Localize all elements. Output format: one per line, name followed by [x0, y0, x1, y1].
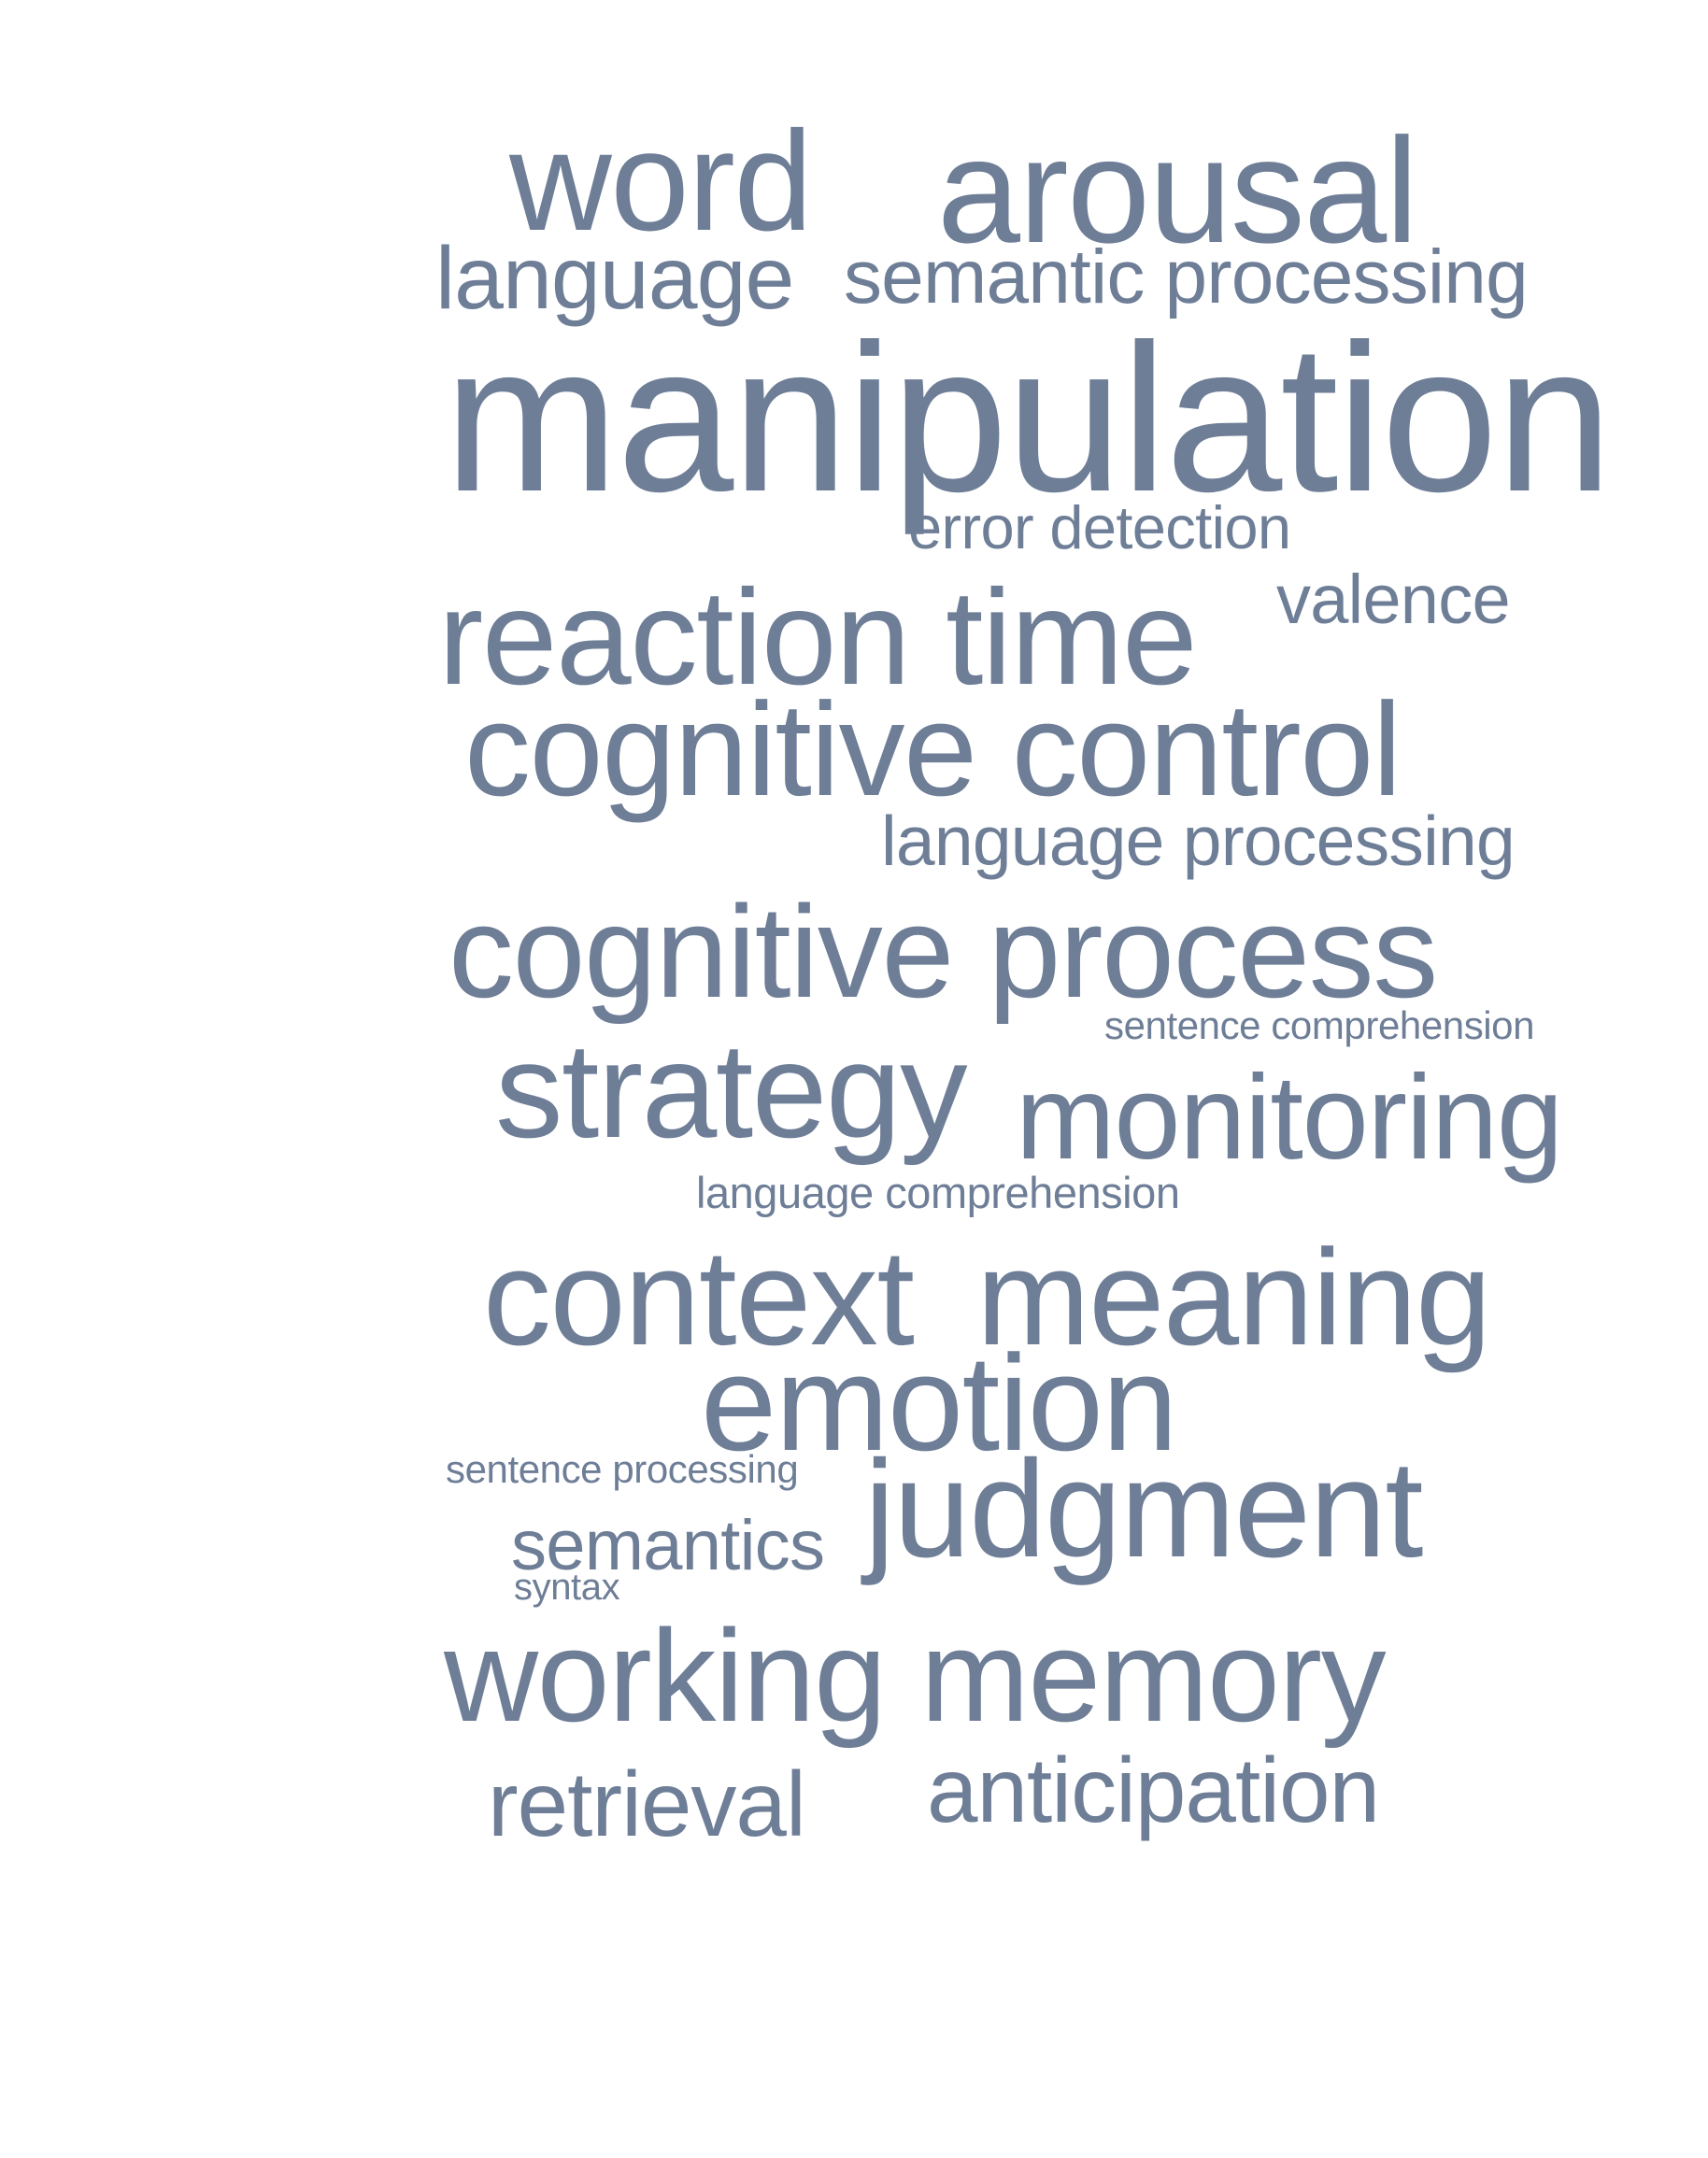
- cloud-word-monitoring: monitoring: [1016, 1050, 1563, 1185]
- cloud-word-cognitive-control: cognitive control: [464, 675, 1402, 825]
- cloud-word-language-processing: language processing: [881, 801, 1516, 880]
- cloud-word-sentence-processing: sentence processing: [446, 1447, 799, 1492]
- cloud-word-emotion: emotion: [701, 1326, 1178, 1479]
- cloud-word-sentence-comprehension: sentence comprehension: [1104, 1003, 1535, 1048]
- cloud-word-manipulation: manipulation: [444, 299, 1613, 535]
- cloud-word-semantics: semantics: [511, 1505, 825, 1585]
- cloud-word-arousal: arousal: [937, 106, 1418, 274]
- cloud-word-meaning: meaning: [976, 1220, 1491, 1373]
- cloud-word-language: language: [435, 228, 794, 328]
- cloud-word-cognitive-process: cognitive process: [448, 878, 1438, 1025]
- cloud-word-judgment: judgment: [864, 1431, 1423, 1586]
- cloud-word-strategy: strategy: [495, 1014, 968, 1166]
- cloud-word-anticipation: anticipation: [927, 1738, 1380, 1841]
- cloud-word-valence: valence: [1276, 561, 1511, 639]
- cloud-word-error-detection: error detection: [908, 492, 1291, 561]
- cloud-word-language-comprehension: language comprehension: [696, 1167, 1180, 1217]
- cloud-word-context: context: [483, 1220, 915, 1373]
- cloud-word-retrieval: retrieval: [488, 1752, 806, 1855]
- cloud-word-word: word: [509, 102, 813, 262]
- cloud-word-working-memory: working memory: [444, 1602, 1387, 1749]
- cloud-word-semantic-processing: semantic processing: [844, 234, 1529, 320]
- cloud-word-reaction-time: reaction time: [438, 561, 1198, 713]
- cloud-word-syntax: syntax: [514, 1567, 620, 1608]
